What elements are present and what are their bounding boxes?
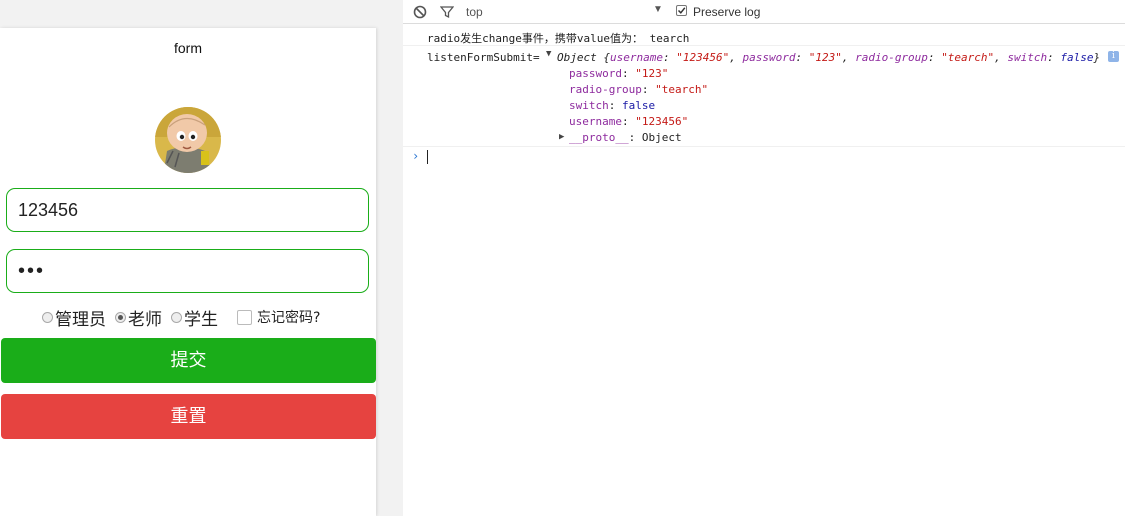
form-page: form 123456 ••• 管理员 老师 学生 bbox=[0, 28, 376, 516]
chevron-down-icon[interactable]: ▼ bbox=[653, 4, 663, 15]
info-icon[interactable]: i bbox=[1108, 51, 1119, 62]
summary-key: switch bbox=[1007, 51, 1048, 64]
devtools-console: top ▼ Preserve log radio发生change事件，携带val… bbox=[403, 0, 1125, 516]
property-key: switch bbox=[569, 99, 609, 112]
username-input[interactable]: 123456 bbox=[6, 188, 369, 232]
property-value: false bbox=[622, 99, 656, 112]
object-property: username: "123456" bbox=[569, 115, 689, 128]
avatar bbox=[155, 107, 221, 173]
object-word: Object bbox=[557, 51, 597, 64]
object-property: switch: false bbox=[569, 99, 656, 112]
object-property: radio-group: "tearch" bbox=[569, 83, 709, 96]
radio-label-admin: 管理员 bbox=[55, 309, 106, 330]
expand-triangle-icon[interactable]: ▶ bbox=[559, 132, 565, 142]
radio-button-student[interactable] bbox=[171, 311, 182, 323]
radio-label-student: 学生 bbox=[184, 309, 218, 330]
summary-key: radio-group bbox=[855, 51, 928, 64]
text-cursor bbox=[427, 150, 428, 164]
radio-label-teacher: 老师 bbox=[128, 309, 162, 330]
console-log-message: radio发生change事件，携带value值为： tearch bbox=[403, 25, 1125, 46]
console-prompt[interactable]: › bbox=[403, 148, 1125, 166]
preserve-log-label[interactable]: Preserve log bbox=[693, 5, 761, 19]
property-value: "123456" bbox=[635, 115, 689, 128]
prompt-chevron-icon: › bbox=[412, 149, 420, 163]
log-text: radio发生change事件，携带value值为： tearch bbox=[427, 32, 690, 45]
summary-value: false bbox=[1060, 51, 1094, 64]
property-key: __proto__ bbox=[569, 131, 629, 144]
filter-icon[interactable] bbox=[439, 5, 455, 19]
property-key: radio-group bbox=[569, 83, 642, 96]
console-toolbar: top ▼ Preserve log bbox=[403, 0, 1125, 24]
object-property-proto[interactable]: __proto__: Object bbox=[569, 131, 682, 144]
remember-label: 忘记密码? bbox=[257, 310, 321, 326]
reset-button[interactable]: 重置 bbox=[1, 394, 376, 439]
page-title: form bbox=[174, 40, 202, 56]
property-value: "123" bbox=[635, 67, 669, 80]
radio-button-teacher[interactable] bbox=[115, 311, 126, 323]
property-key: password bbox=[569, 67, 622, 80]
radio-admin[interactable]: 管理员 bbox=[42, 305, 106, 330]
radio-button-admin[interactable] bbox=[42, 311, 53, 323]
summary-value: "123" bbox=[808, 51, 842, 64]
context-selector[interactable]: top bbox=[466, 5, 483, 19]
object-summary[interactable]: Object {username: "123456", password: "1… bbox=[557, 51, 1101, 64]
clear-console-icon[interactable] bbox=[413, 5, 427, 19]
log-prefix: listenFormSubmit= bbox=[427, 51, 540, 64]
summary-key: password bbox=[742, 51, 796, 64]
preserve-log-checkbox[interactable] bbox=[676, 5, 687, 16]
property-value: "tearch" bbox=[655, 83, 709, 96]
property-key: username bbox=[569, 115, 622, 128]
remember-checkbox[interactable] bbox=[237, 309, 252, 325]
summary-key: username bbox=[610, 51, 663, 64]
password-input[interactable]: ••• bbox=[6, 249, 369, 293]
role-radio-group: 管理员 老师 学生 忘记密码? bbox=[42, 305, 320, 330]
radio-teacher[interactable]: 老师 bbox=[115, 305, 162, 330]
summary-value: "123456" bbox=[676, 51, 730, 64]
console-log-object: listenFormSubmit= ▼ Object {username: "1… bbox=[403, 46, 1125, 147]
radio-student[interactable]: 学生 bbox=[171, 305, 218, 330]
summary-value: "tearch" bbox=[941, 51, 995, 64]
submit-button[interactable]: 提交 bbox=[1, 338, 376, 383]
remember-checkbox-row[interactable]: 忘记密码? bbox=[237, 307, 320, 327]
property-value: Object bbox=[641, 131, 682, 144]
object-property: password: "123" bbox=[569, 67, 669, 80]
expand-triangle-icon[interactable]: ▼ bbox=[546, 49, 552, 59]
